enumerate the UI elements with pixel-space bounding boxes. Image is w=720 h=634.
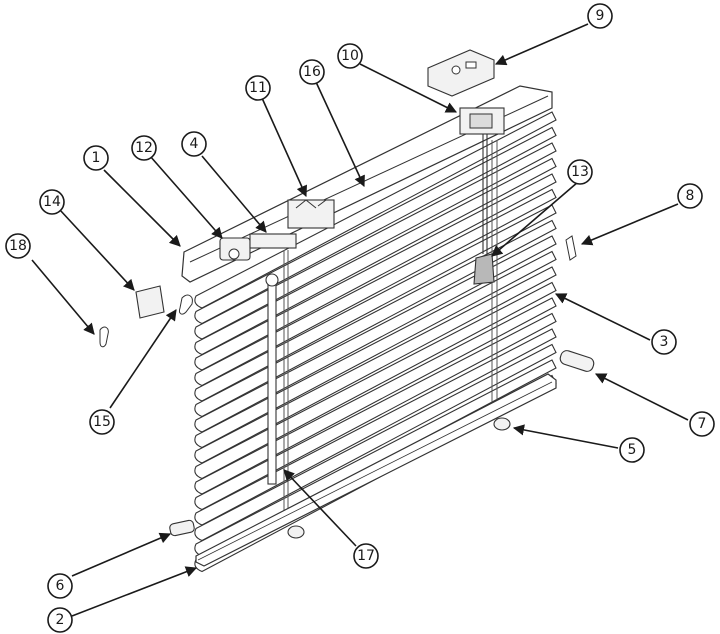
callout-9-label: 9 (596, 8, 605, 24)
leader-lines (31, 23, 689, 617)
callout-14-label: 14 (43, 194, 61, 210)
callout-12: 12 (131, 135, 157, 161)
callout-2-label: 2 (56, 612, 65, 628)
cord-guide (459, 107, 505, 135)
callout-6: 6 (47, 573, 73, 599)
callout-5-label: 5 (628, 442, 637, 458)
callout-13: 13 (567, 159, 593, 185)
callout-3-label: 3 (660, 334, 669, 350)
callout-10: 10 (337, 43, 363, 69)
callout-17-label: 17 (357, 548, 375, 564)
bottom-rail-end-cap-left (169, 519, 195, 537)
lift-cord (473, 128, 495, 285)
callout-17: 17 (353, 543, 379, 569)
callout-15-label: 15 (93, 414, 111, 430)
cord-weight (473, 253, 495, 285)
bottom-rail-end-cap-right (559, 350, 595, 372)
mounting-bracket (427, 49, 495, 97)
callout-13-label: 13 (571, 164, 589, 180)
callout-8: 8 (677, 183, 703, 209)
callout-3: 3 (651, 329, 677, 355)
callout-16: 16 (299, 59, 325, 85)
callout-7-label: 7 (698, 416, 707, 432)
callout-1-label: 1 (92, 150, 101, 166)
clip (179, 294, 193, 315)
callout-11-label: 11 (249, 80, 267, 96)
cord-lock (287, 199, 335, 229)
callout-11: 11 (245, 75, 271, 101)
callout-16-label: 16 (303, 64, 321, 80)
hold-down-bracket (565, 235, 577, 261)
callout-6-label: 6 (56, 578, 65, 594)
callout-15: 15 (89, 409, 115, 435)
callout-8-label: 8 (686, 188, 695, 204)
callout-18-label: 18 (9, 238, 27, 254)
callout-9: 9 (587, 3, 613, 29)
bottom-rail (195, 373, 557, 567)
callout-14: 14 (39, 189, 65, 215)
callout-5: 5 (619, 437, 645, 463)
callout-4-label: 4 (190, 136, 199, 152)
callout-4: 4 (181, 131, 207, 157)
callout-10-label: 10 (341, 48, 359, 64)
tilt-wand (265, 273, 279, 485)
end-cap (135, 285, 165, 319)
callout-1: 1 (83, 145, 109, 171)
small-hook (99, 326, 109, 348)
callout-18: 18 (5, 233, 31, 259)
callout-2: 2 (47, 607, 73, 633)
callout-7: 7 (689, 411, 715, 437)
callout-12-label: 12 (135, 140, 153, 156)
tilt-mechanism (219, 233, 297, 261)
cord-tassel-bottom (287, 417, 511, 539)
